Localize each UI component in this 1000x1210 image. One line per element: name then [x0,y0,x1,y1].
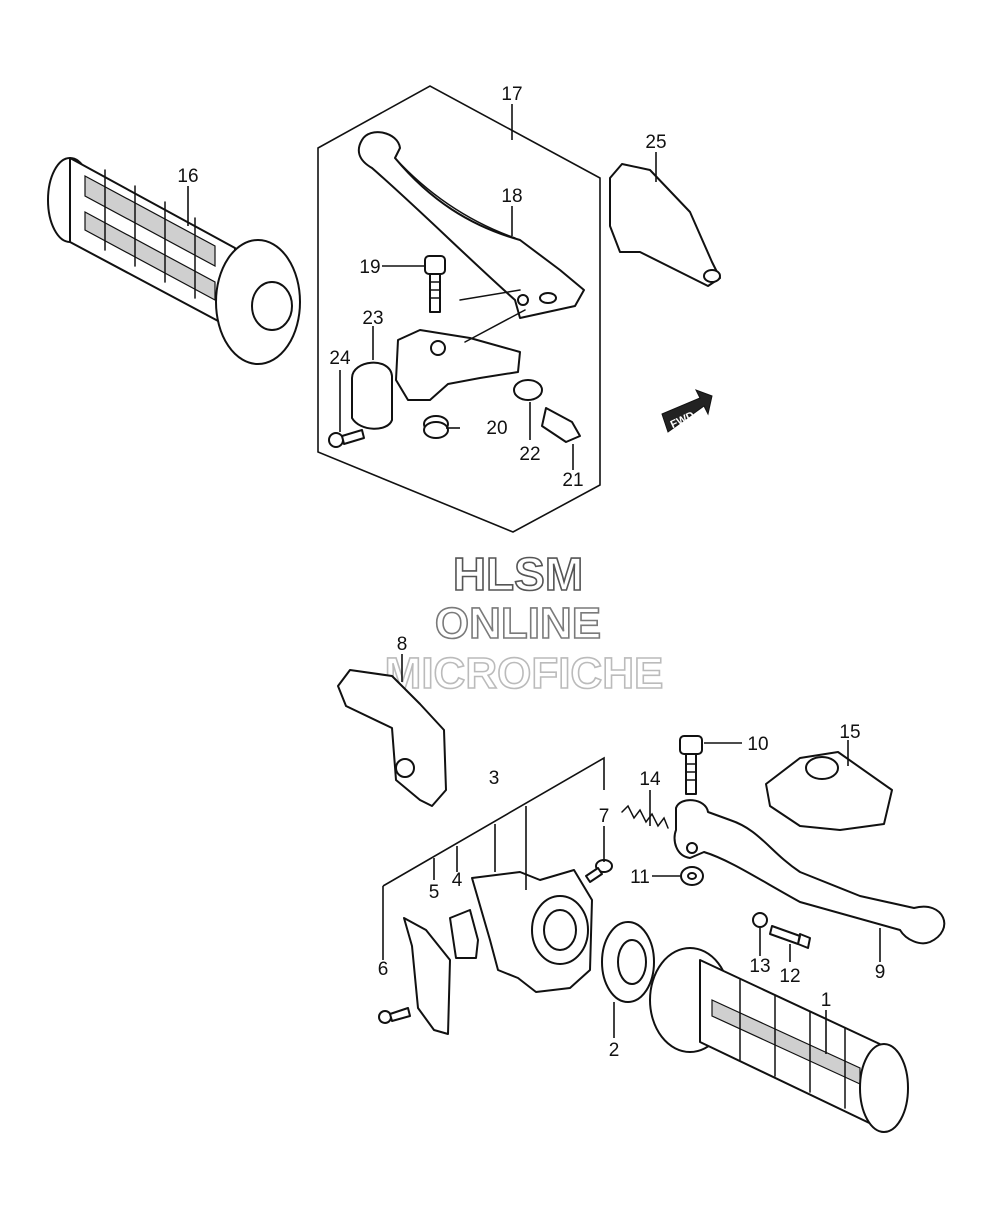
watermark-line2: ONLINE [435,599,601,648]
bolt-12 [769,925,811,949]
callout-17: 17 [501,84,522,105]
callout-4: 4 [452,870,463,891]
pivot-bolt-19 [424,255,446,313]
callout-18: 18 [501,186,522,207]
callout-22: 22 [519,444,540,465]
callout-9: 9 [875,962,886,983]
throttle-cam-2 [601,921,655,1003]
cable-guide-8 [337,669,447,807]
callout-11: 11 [630,867,650,888]
callout-16: 16 [177,166,198,187]
leader-lines [187,104,881,1054]
locknut-22 [513,379,543,401]
callout-8: 8 [397,634,408,655]
callout-6: 6 [378,959,389,980]
callout-15: 15 [839,722,860,743]
watermark-line1: HLSM [453,548,583,600]
callout-14: 14 [639,769,661,790]
callout-19: 19 [359,257,380,278]
lever-bracket-part [395,289,526,401]
adjuster-21 [541,407,581,443]
callout-20: 20 [486,418,507,439]
clamp-23 [351,361,393,430]
throttle-housing-part [471,869,593,993]
nut-20 [423,415,449,439]
insert-4 [449,909,479,959]
spring-14 [621,804,669,829]
callout-2: 2 [609,1040,620,1061]
callout-23: 23 [362,308,383,329]
brake-lever-9 [673,799,946,945]
nut-11 [680,866,704,886]
bolt-10 [679,735,703,795]
lever-guard-15 [765,751,893,831]
screw-6 [378,1007,411,1024]
screw-24 [328,429,365,448]
callout-21: 21 [562,470,583,491]
nut-13 [752,912,768,928]
callout-5: 5 [429,882,440,903]
screw-7 [585,859,613,883]
callout-13: 13 [749,956,770,977]
callout-24: 24 [329,348,351,369]
callout-25: 25 [645,132,666,153]
callout-7: 7 [599,806,610,827]
clutch-lever-part [357,131,585,319]
grip-right-part [649,947,909,1133]
assembly-frame-17 [317,85,601,533]
watermark-line3: MICROFICHE [385,649,664,698]
callout-1: 1 [821,990,832,1011]
housing-cover-5 [403,917,451,1035]
callout-12: 12 [779,966,800,987]
callout-3: 3 [489,768,500,789]
callout-10: 10 [747,734,768,755]
fwd-arrow-icon: FWD [661,389,713,433]
lever-cover-25 [609,163,721,287]
grip-left-part [47,157,301,365]
